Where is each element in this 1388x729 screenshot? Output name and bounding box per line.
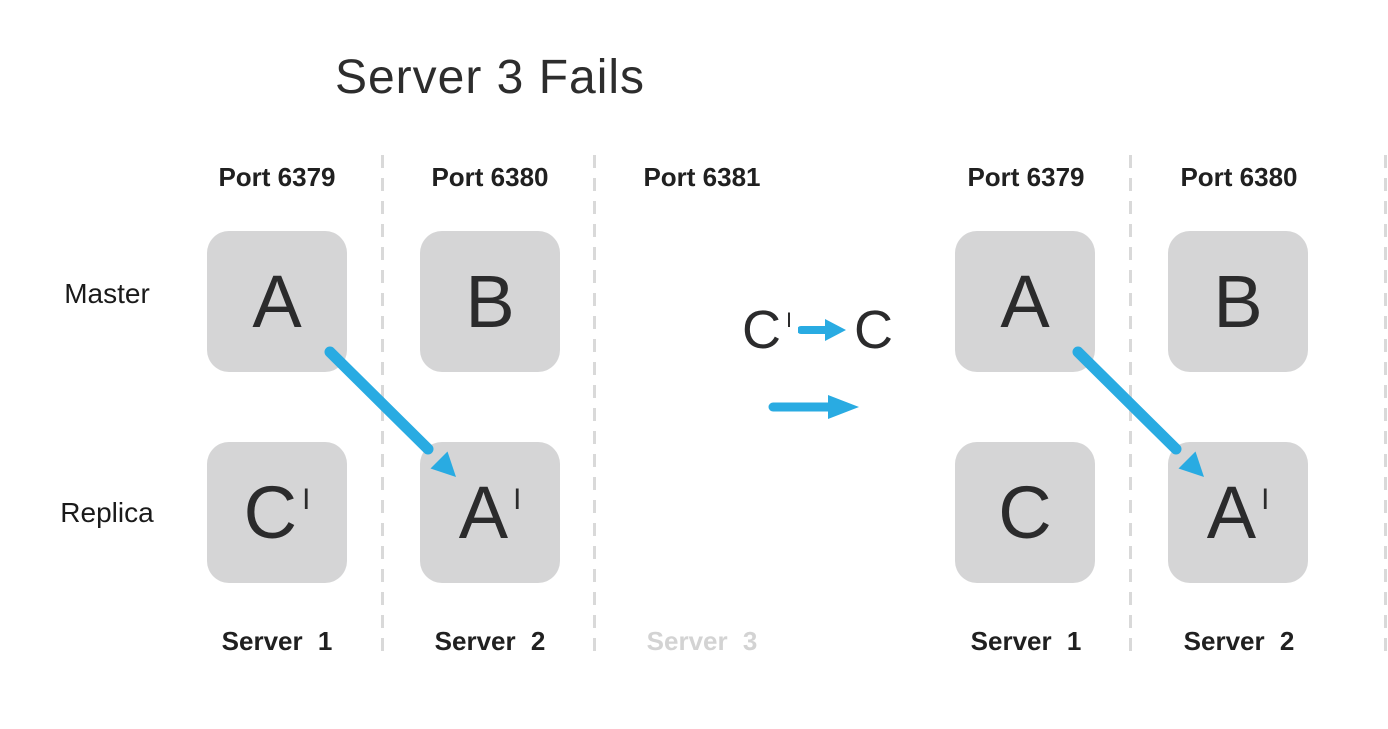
port-label-right-6379: Port 6379 bbox=[967, 162, 1085, 192]
replication-arrow-left-icon bbox=[324, 346, 456, 477]
port-label-left-6379: Port 6379 bbox=[218, 162, 336, 192]
shard-letter: B bbox=[465, 259, 515, 343]
arrow-shaft bbox=[1072, 346, 1182, 455]
transition-arrow-icon bbox=[768, 395, 859, 419]
prime-mark: I bbox=[302, 483, 311, 517]
arrow-head bbox=[1178, 451, 1204, 477]
port-divider bbox=[593, 155, 596, 657]
box-master-a-left: A bbox=[207, 231, 347, 372]
arrow-head bbox=[828, 395, 859, 419]
port-divider bbox=[1384, 155, 1387, 657]
diagram-title: Server 3 Fails bbox=[334, 51, 646, 104]
promotion-arrow-icon bbox=[798, 319, 846, 341]
arrow-head bbox=[430, 451, 456, 477]
server-label-left-2: Server 2 bbox=[434, 626, 546, 656]
shard-letter: A bbox=[252, 259, 302, 343]
shard-letter: A bbox=[1000, 259, 1050, 343]
server-label-left-3-failed: Server 3 bbox=[646, 626, 758, 656]
box-master-b-left: B bbox=[420, 231, 560, 372]
server-label-left-1: Server 1 bbox=[221, 626, 333, 656]
server-label-right-1: Server 1 bbox=[970, 626, 1082, 656]
promotion-to-letter: C bbox=[854, 300, 893, 360]
shard-letter: C bbox=[998, 470, 1052, 554]
prime-mark: I bbox=[513, 483, 522, 517]
prime-mark: I bbox=[786, 307, 792, 333]
arrow-shaft bbox=[324, 346, 434, 455]
arrow-head bbox=[825, 319, 846, 341]
server-label-right-2: Server 2 bbox=[1183, 626, 1295, 656]
port-label-right-6380: Port 6380 bbox=[1180, 162, 1298, 192]
port-label-left-6380: Port 6380 bbox=[431, 162, 549, 192]
box-replica-c-right: C bbox=[955, 442, 1095, 583]
port-label-left-6381: Port 6381 bbox=[643, 162, 761, 192]
box-master-b-right: B bbox=[1168, 231, 1308, 372]
master-row-label: Master bbox=[64, 278, 150, 309]
shard-letter: B bbox=[1213, 259, 1263, 343]
prime-mark: I bbox=[1261, 483, 1270, 517]
box-master-a-right: A bbox=[955, 231, 1095, 372]
replication-arrow-right-icon bbox=[1072, 346, 1204, 477]
replica-row-label: Replica bbox=[60, 497, 154, 528]
